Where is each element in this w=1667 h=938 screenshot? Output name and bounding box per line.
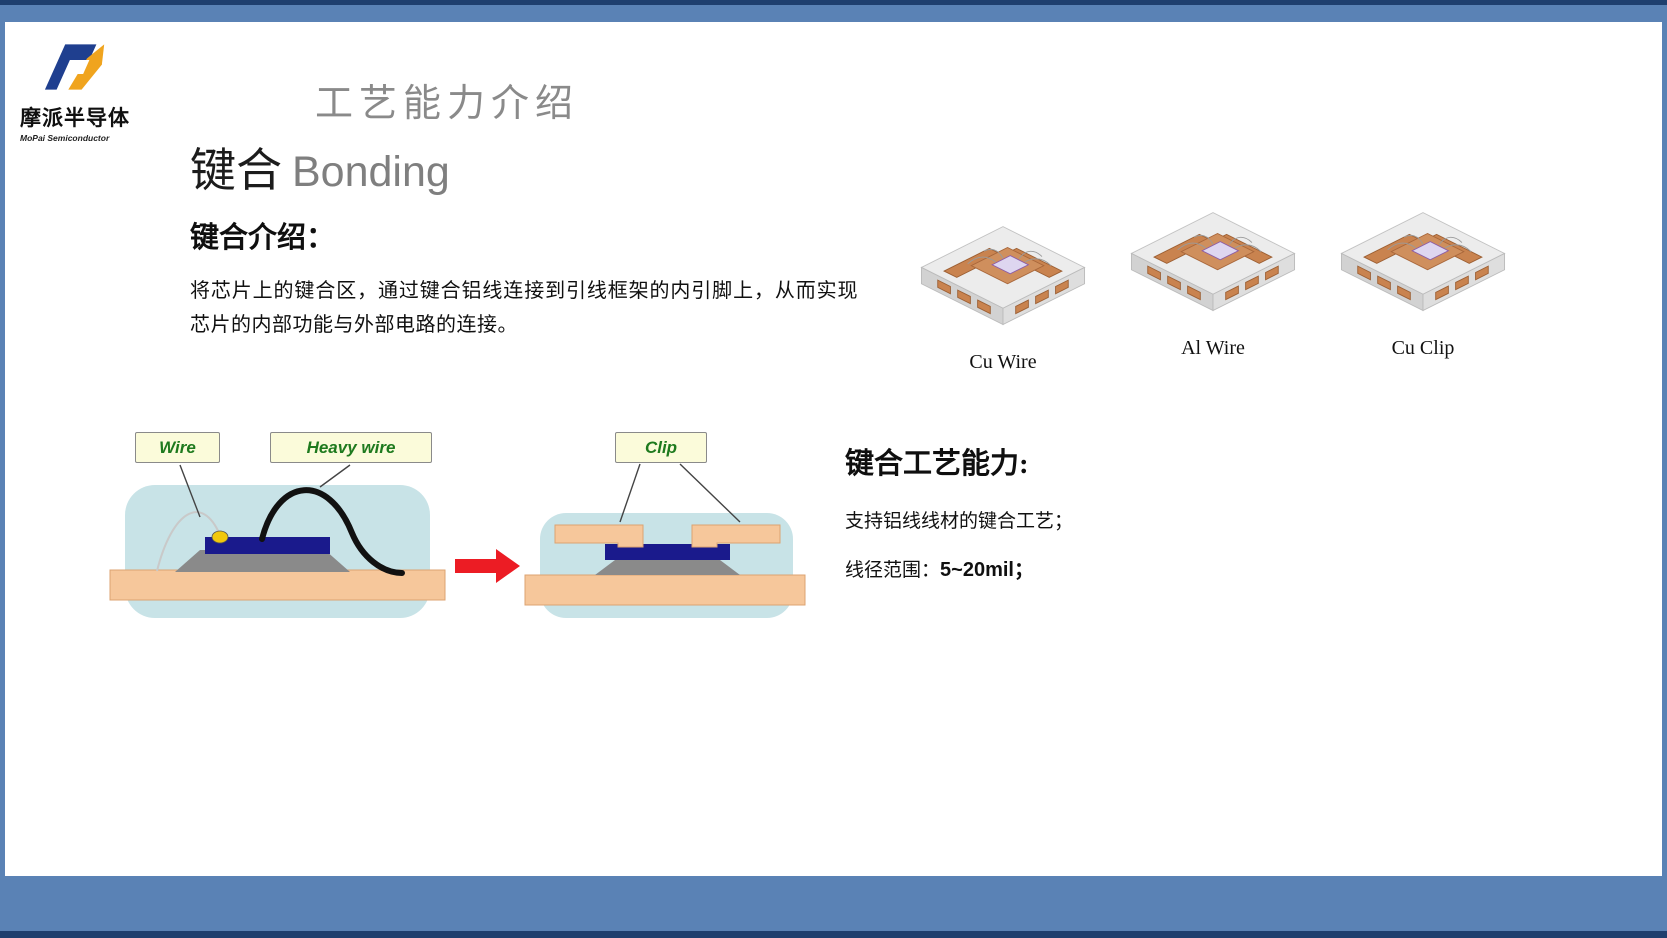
package-al-wire-image (1113, 190, 1313, 335)
logo-company-name: 摩派半导体 (20, 107, 130, 130)
package-al-wire-label: Al Wire (1181, 337, 1245, 359)
bonding-diagram-drawing (109, 463, 806, 618)
capability-line-1: 支持铝线线材的键合工艺； (845, 511, 1074, 532)
section-heading-cn: 键合 (190, 145, 282, 196)
capability-line-2-value: 5~20mil； (940, 559, 1034, 581)
package-cu-clip-label: Cu Clip (1391, 337, 1455, 359)
page-title: 工艺能力介绍 (315, 83, 580, 125)
bonding-diagram: Wire Heavy wire Clip (100, 425, 825, 643)
logo-company-subtitle: MoPai Semiconductor (20, 133, 110, 143)
capability-section: 键合工艺能力: 支持铝线线材的键合工艺； 线径范围：5~20mil； (845, 440, 1365, 582)
capability-heading: 键合工艺能力: (845, 448, 1029, 480)
intro-heading: 键合介绍： (190, 222, 336, 254)
wire-label: Wire (135, 432, 220, 463)
logo-mark-icon (44, 44, 105, 90)
package-cu-wire: Cu Wire (898, 204, 1108, 374)
heavy-wire-label: Heavy wire (270, 432, 432, 463)
package-gallery: Cu Wire Al Wire Cu Clip (898, 190, 1528, 400)
frame-bottom-edge (0, 931, 1667, 938)
capability-line-2-prefix: 线径范围： (845, 560, 941, 581)
section-heading-en: Bonding (292, 148, 450, 196)
intro-body: 将芯片上的键合区，通过键合铝线连接到引线框架的内引脚上，从而实现芯片的内部功能与… (190, 280, 858, 336)
package-al-wire: Al Wire (1108, 190, 1318, 360)
package-cu-clip: Cu Clip (1318, 190, 1528, 360)
frame-top-edge (0, 0, 1667, 5)
package-cu-wire-label: Cu Wire (969, 351, 1037, 373)
company-logo: 摩派半导体 MoPai Semiconductor (20, 34, 150, 143)
package-cu-clip-image (1323, 190, 1523, 335)
clip-label: Clip (615, 432, 707, 463)
capability-line-2: 线径范围：5~20mil； (845, 553, 1365, 582)
package-cu-wire-image (903, 204, 1103, 349)
